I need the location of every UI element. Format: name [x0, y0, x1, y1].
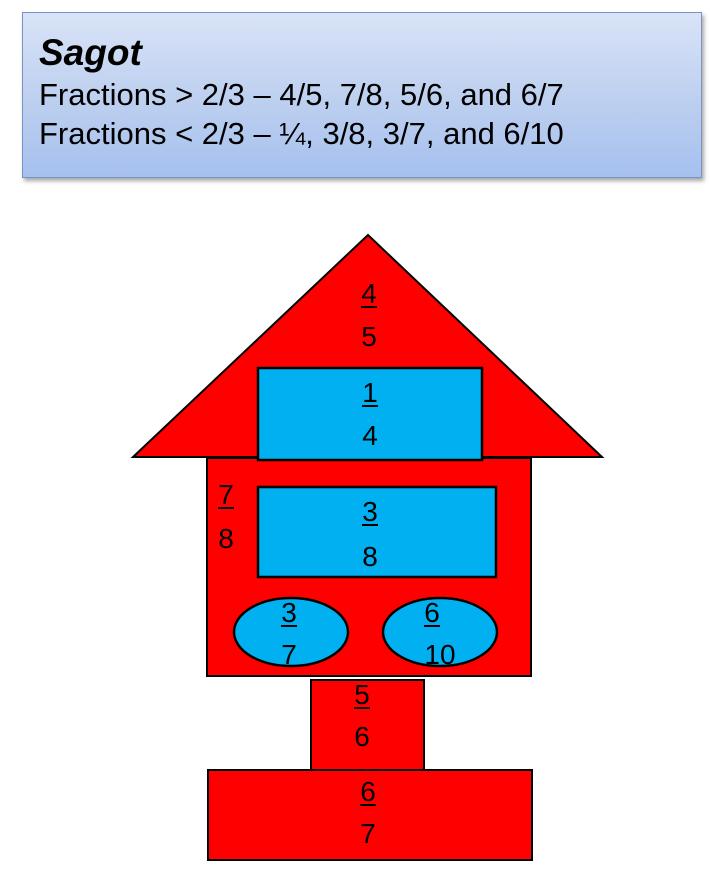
post-denominator: 6	[354, 721, 370, 752]
left-oval-denominator: 7	[281, 639, 297, 670]
house-post	[310, 679, 425, 773]
fraction-post: 5 6	[354, 679, 370, 752]
top-window	[256, 366, 484, 462]
post-numerator: 5	[354, 679, 370, 710]
answer-line-greater: Fractions > 2/3 – 4/5, 7/8, 5/6, and 6/7	[39, 77, 564, 112]
fraction-base: 6 7	[360, 776, 376, 849]
top-window-denominator: 4	[362, 420, 378, 451]
fraction-top-window: 1 4	[362, 377, 378, 451]
left-oval-numerator: 3	[281, 597, 297, 628]
top-window-numerator: 1	[362, 377, 378, 408]
answer-line-less: Fractions < 2/3 – ¼, 3/8, 3/7, and 6/10	[39, 116, 564, 151]
middle-window	[256, 485, 498, 579]
answer-box: Sagot Fractions > 2/3 – 4/5, 7/8, 5/6, a…	[22, 12, 702, 178]
body-denominator: 8	[218, 523, 234, 554]
right-oval-denominator: 10	[424, 639, 455, 670]
body-numerator: 7	[218, 479, 234, 510]
left-oval-window	[232, 596, 350, 668]
roof-numerator: 4	[361, 278, 377, 309]
house-base	[207, 769, 533, 861]
base-denominator: 7	[360, 818, 376, 849]
base-numerator: 6	[360, 776, 376, 807]
fraction-left-oval: 3 7	[281, 597, 297, 670]
middle-window-denominator: 8	[362, 541, 378, 572]
roof-denominator: 5	[361, 321, 377, 352]
fraction-right-oval: 6 10	[424, 597, 456, 670]
middle-window-numerator: 3	[362, 496, 378, 527]
right-oval-numerator: 6	[424, 597, 440, 628]
fraction-body: 7 8	[218, 479, 234, 554]
answer-title: Sagot	[39, 32, 142, 73]
fraction-roof: 4 5	[361, 278, 377, 352]
right-oval-window	[381, 596, 499, 668]
fraction-middle-window: 3 8	[362, 496, 378, 572]
